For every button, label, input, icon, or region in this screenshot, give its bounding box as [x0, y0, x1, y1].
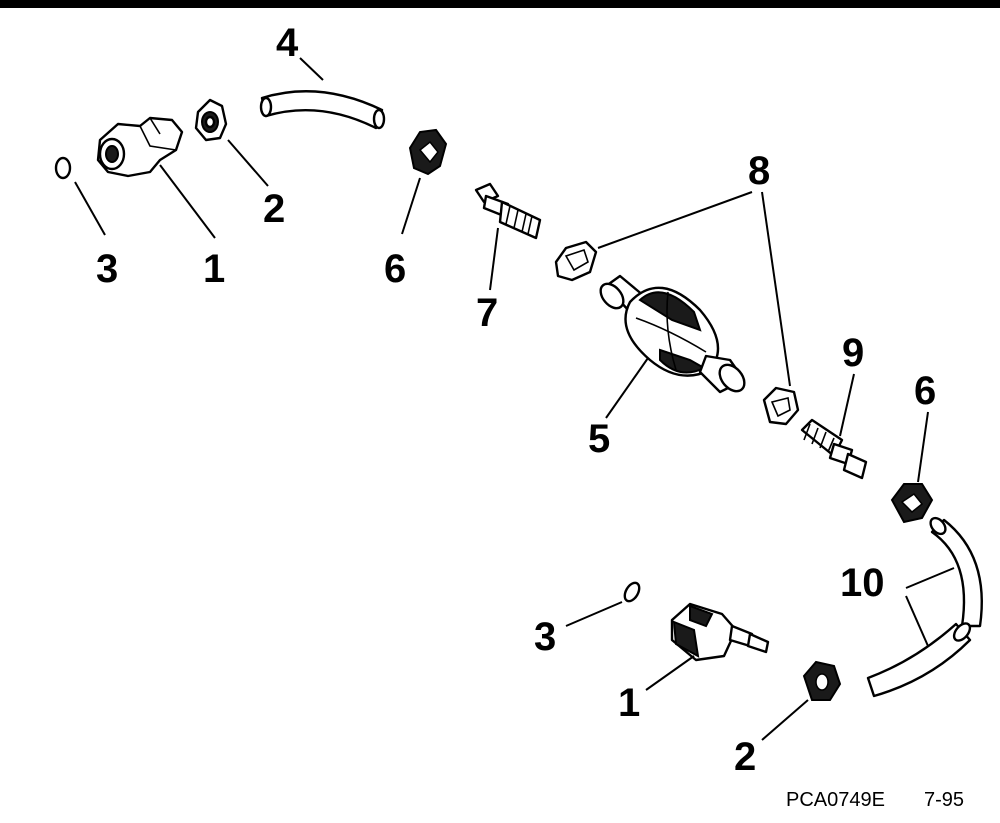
label-2-bottom: 2	[734, 735, 756, 779]
fitting-7	[474, 182, 542, 240]
drawing-code: PCA0749E	[786, 789, 885, 811]
leader-8-right	[761, 191, 791, 387]
leader-1-bottom	[645, 655, 695, 691]
clamp-8-lower	[762, 386, 800, 426]
leader-7	[489, 227, 499, 291]
leader-8-left	[597, 191, 753, 249]
clamp-top	[194, 98, 228, 142]
connector-bottom	[670, 602, 770, 662]
label-5: 5	[588, 417, 610, 461]
leader-4	[299, 57, 324, 81]
label-4: 4	[276, 21, 299, 65]
drawing-date: 7-95	[924, 789, 964, 811]
label-10: 10	[840, 561, 885, 605]
hose-10-lower	[866, 622, 972, 698]
connector-top	[96, 116, 184, 178]
label-8: 8	[748, 149, 770, 193]
leader-9	[839, 373, 855, 437]
leader-10-upper	[905, 567, 955, 589]
leader-3-top	[74, 181, 106, 236]
clip-top	[408, 128, 448, 176]
top-border	[0, 0, 1000, 8]
label-1-top: 1	[203, 247, 225, 291]
hose-top	[259, 90, 386, 130]
o-ring-top	[54, 156, 72, 180]
label-3-bottom: 3	[534, 615, 556, 659]
hose-10-upper	[929, 516, 983, 628]
label-7: 7	[476, 291, 498, 335]
label-1-bottom: 1	[618, 681, 640, 725]
label-6-top: 6	[384, 247, 406, 291]
leader-5	[605, 357, 649, 419]
leader-6-top	[401, 177, 421, 235]
label-2-top: 2	[263, 187, 285, 231]
clip-bottom	[890, 483, 934, 524]
clamp-8-upper	[554, 240, 598, 282]
clamp-bottom	[802, 660, 842, 701]
label-6-bottom: 6	[914, 369, 936, 413]
leader-10-lower	[905, 595, 929, 647]
leader-3-bottom	[565, 601, 623, 627]
label-3-top: 3	[96, 247, 118, 291]
primer-bulb	[599, 274, 746, 394]
leader-1-top	[159, 164, 216, 239]
leader-2-top	[227, 139, 269, 187]
leader-6-bottom	[917, 411, 929, 483]
leader-2-bottom	[761, 699, 809, 741]
label-9: 9	[842, 331, 864, 375]
o-ring-bottom	[623, 581, 641, 603]
fitting-9	[800, 418, 868, 480]
